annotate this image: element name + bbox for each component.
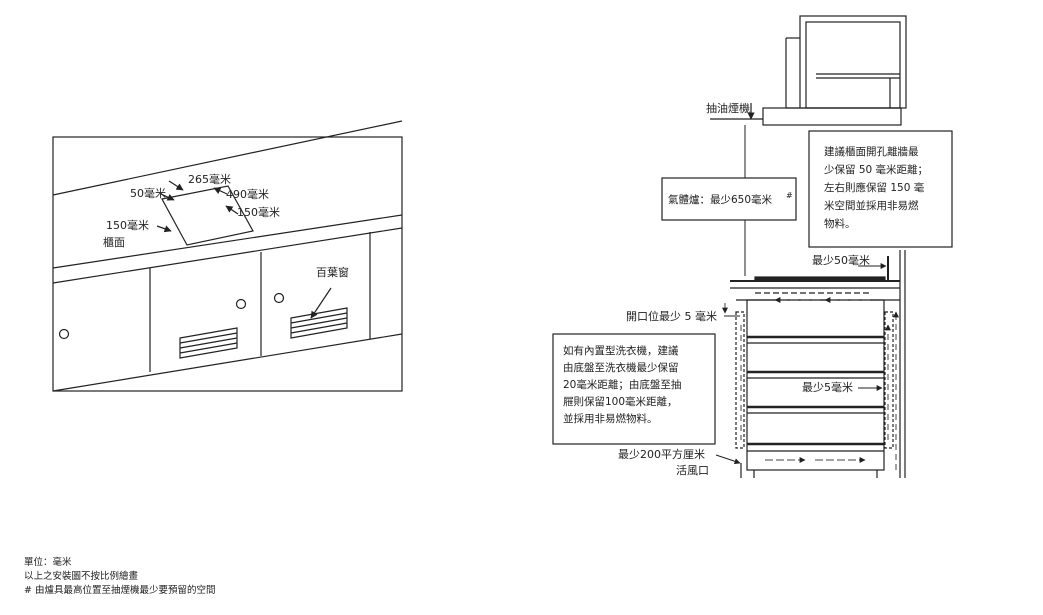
min-5-label: 最少5毫米 xyxy=(802,380,853,394)
dim-490: 490毫米 xyxy=(226,187,269,201)
vent-opening-label: 活風口 xyxy=(676,464,709,477)
dim-150-right: 150毫米 xyxy=(237,205,280,219)
washer-note-line: 20毫米距離；由底盤至抽 xyxy=(563,378,681,391)
left-frame xyxy=(52,136,403,392)
hash-footnote: # 由爐具最高位置至抽煙機最少要預留的空間 xyxy=(24,585,216,596)
airflow-arrows xyxy=(722,297,899,470)
scale-note: 以上之安裝圖不按比例繪畫 xyxy=(24,571,139,582)
knob xyxy=(235,298,247,310)
washer-note-line: 由底盤至洗衣機最少保留 xyxy=(563,361,679,374)
washer-note-box xyxy=(552,333,716,445)
opening-label: 開口位最少 5 毫米 xyxy=(626,309,717,323)
countertop-label: 櫃面 xyxy=(103,235,125,249)
cabinet-perspective-drawing xyxy=(52,120,403,392)
hood-label: 抽油煙機 xyxy=(706,101,750,115)
washer-note-line: 如有內置型洗衣機，建議 xyxy=(563,344,679,357)
wall-note-line: 米空間並採用非易燃 xyxy=(824,199,919,212)
range-hood xyxy=(710,103,902,126)
wall-note-line: 建議櫃面開孔離牆最 xyxy=(824,145,919,158)
knob xyxy=(273,292,285,304)
vent-grille xyxy=(179,327,238,359)
dim-150-front: 150毫米 xyxy=(106,218,149,232)
unit-note: 單位：毫米 xyxy=(24,557,72,568)
gas-clearance-box xyxy=(661,177,797,221)
base-cabinet xyxy=(730,250,906,478)
cutout-outline xyxy=(161,185,254,246)
min-50-label: 最少50毫米 xyxy=(812,253,870,267)
wall-note-line: 少保留 50 毫米距離； xyxy=(824,163,928,176)
wall-cabinet xyxy=(785,15,907,109)
gas-clearance-label: 氣體爐：最少650毫米 xyxy=(668,193,773,206)
wall-note-line: 物料。 xyxy=(824,217,856,230)
louver-label: 百葉窗 xyxy=(316,265,349,279)
vent-area-label: 最少200平方厘米 xyxy=(618,447,705,461)
hash-mark: # xyxy=(786,191,793,200)
dim-265: 265毫米 xyxy=(188,172,231,186)
dim-50: 50毫米 xyxy=(130,186,166,200)
washer-note-line: 屜則保留100毫米距離， xyxy=(563,395,678,408)
wall-note-line: 左右則應保留 150 毫 xyxy=(824,181,925,194)
wall-clearance-note-box xyxy=(808,130,953,248)
louver-grille xyxy=(290,307,348,339)
knob xyxy=(58,328,70,340)
louver-pointer xyxy=(310,287,332,319)
washer-note-line: 並採用非易燃物料。 xyxy=(563,412,658,425)
